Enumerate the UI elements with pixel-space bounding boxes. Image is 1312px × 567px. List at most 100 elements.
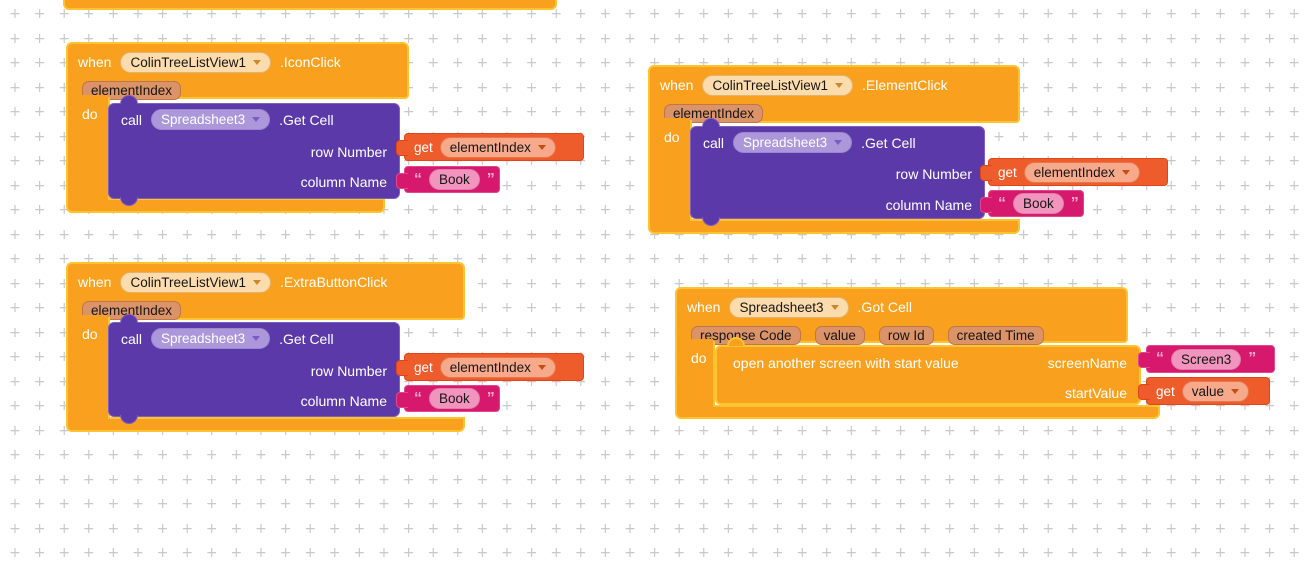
text-string-block[interactable]: “ Book ”: [396, 166, 500, 193]
do-column: do: [648, 120, 692, 221]
variable-dropdown[interactable]: elementIndex: [439, 136, 556, 158]
component-name: Spreadsheet3: [743, 135, 828, 150]
call-keyword: call: [121, 330, 143, 347]
text-string-block[interactable]: “ Book ”: [980, 190, 1084, 217]
variable-dropdown[interactable]: value: [1181, 380, 1250, 402]
dropdown-arrow-icon: [835, 82, 844, 88]
method-name: .Get Cell: [861, 134, 916, 151]
call-keyword: call: [121, 111, 143, 128]
plug-tab: [1138, 352, 1150, 368]
method-name: .Get Cell: [279, 111, 334, 128]
event-footer: [648, 219, 1020, 234]
arg-label-columnname: column Name: [885, 197, 972, 213]
close-quote: ”: [1070, 194, 1079, 212]
get-variable-block[interactable]: get elementIndex: [980, 158, 1168, 186]
dropdown-arrow-icon: [253, 279, 262, 285]
get-keyword: get: [414, 359, 433, 375]
plug-tab: [1138, 384, 1150, 400]
dropdown-arrow-icon: [252, 117, 261, 122]
component-dropdown[interactable]: ColinTreeListView1: [702, 74, 854, 96]
close-quote: ”: [486, 389, 495, 407]
plug-tab: [396, 140, 408, 156]
event-block-gotcell[interactable]: when Spreadsheet3 .Got Cell response Cod…: [675, 287, 1295, 422]
event-param-badge[interactable]: created Time: [947, 326, 1044, 345]
arg-label-columnname: column Name: [300, 393, 387, 409]
component-name: ColinTreeListView1: [712, 77, 829, 93]
get-keyword: get: [414, 139, 433, 155]
event-name: .IconClick: [280, 54, 341, 70]
component-dropdown[interactable]: ColinTreeListView1: [120, 271, 272, 293]
variable-dropdown[interactable]: elementIndex: [439, 356, 556, 378]
event-name: .ExtraButtonClick: [280, 274, 388, 290]
component-dropdown[interactable]: Spreadsheet3: [733, 132, 853, 153]
component-dropdown[interactable]: Spreadsheet3: [151, 328, 271, 349]
variable-dropdown[interactable]: elementIndex: [1023, 161, 1140, 183]
plug-tab: [980, 165, 992, 181]
arg-label-screenname: screenName: [1047, 355, 1127, 371]
text-value-field[interactable]: Screen3: [1171, 348, 1242, 370]
do-keyword: do: [664, 129, 680, 145]
component-dropdown[interactable]: ColinTreeListView1: [120, 51, 272, 73]
open-screen-block[interactable]: open another screen with start value scr…: [715, 345, 1141, 405]
get-variable-block[interactable]: get value: [1138, 377, 1270, 405]
event-param-badge[interactable]: response Code: [691, 326, 801, 345]
stmt-label: open another screen with start value: [733, 355, 959, 371]
plug-tab: [396, 392, 408, 408]
text-value-field[interactable]: Book: [1013, 193, 1064, 214]
event-header: when ColinTreeListView1 .ExtraButtonClic…: [66, 262, 465, 320]
event-header: when ColinTreeListView1 .IconClick eleme…: [66, 42, 409, 100]
plug-tab: [396, 173, 408, 189]
do-column: do: [675, 341, 715, 407]
dropdown-arrow-icon: [830, 304, 839, 310]
event-footer: [66, 417, 465, 432]
component-name: Spreadsheet3: [161, 112, 246, 127]
event-block-extrabuttonclick[interactable]: when ColinTreeListView1 .ExtraButtonClic…: [66, 262, 596, 437]
do-keyword: do: [691, 350, 707, 366]
arg-label-rownumber: row Number: [310, 363, 387, 379]
get-variable-block[interactable]: get elementIndex: [396, 353, 584, 381]
get-variable-block[interactable]: get elementIndex: [396, 133, 584, 161]
offscreen-block-edge[interactable]: [63, 0, 557, 10]
component-dropdown[interactable]: Spreadsheet3: [729, 296, 849, 318]
dropdown-arrow-icon: [1231, 388, 1240, 394]
call-block-getcell[interactable]: call Spreadsheet3 .Get Cell row Number c…: [108, 322, 400, 417]
event-param-badge[interactable]: value: [814, 326, 865, 345]
text-value-field[interactable]: Book: [429, 169, 480, 190]
call-keyword: call: [703, 134, 725, 151]
dropdown-arrow-icon: [834, 140, 843, 145]
dropdown-arrow-icon: [537, 144, 546, 150]
call-block-getcell[interactable]: call Spreadsheet3 .Get Cell row Number c…: [690, 126, 985, 219]
text-value-field[interactable]: Book: [429, 388, 480, 409]
event-footer: [66, 198, 385, 213]
do-column: do: [66, 317, 110, 419]
call-block-getcell[interactable]: call Spreadsheet3 .Get Cell row Number c…: [108, 103, 400, 199]
component-dropdown[interactable]: Spreadsheet3: [151, 109, 271, 130]
component-name: ColinTreeListView1: [130, 274, 247, 290]
variable-name: value: [1191, 383, 1225, 399]
variable-name: elementIndex: [449, 139, 531, 155]
text-string-block[interactable]: “ Screen3 ”: [1138, 345, 1275, 373]
variable-name: elementIndex: [449, 359, 531, 375]
arg-label-startvalue: startValue: [1065, 385, 1127, 401]
component-name: Spreadsheet3: [739, 299, 824, 315]
variable-name: elementIndex: [1033, 164, 1115, 180]
when-keyword: when: [687, 299, 721, 315]
event-block-iconclick[interactable]: when ColinTreeListView1 .IconClick eleme…: [66, 42, 596, 217]
plug-tab: [396, 360, 408, 376]
event-header: when ColinTreeListView1 .ElementClick el…: [648, 65, 1020, 123]
event-param-badge[interactable]: row Id: [878, 326, 934, 345]
text-string-block[interactable]: “ Book ”: [396, 385, 500, 412]
event-block-elementclick[interactable]: when ColinTreeListView1 .ElementClick el…: [648, 65, 1178, 240]
event-footer: [675, 405, 1160, 419]
close-quote: ”: [486, 170, 495, 188]
arg-label-columnname: column Name: [300, 174, 387, 190]
plug-tab: [980, 197, 992, 213]
dropdown-arrow-icon: [537, 364, 546, 370]
arg-label-rownumber: row Number: [895, 166, 972, 182]
method-name: .Get Cell: [279, 330, 334, 347]
dropdown-arrow-icon: [1121, 169, 1130, 175]
event-header: when Spreadsheet3 .Got Cell response Cod…: [675, 287, 1128, 345]
close-quote: ”: [1248, 350, 1257, 367]
do-keyword: do: [82, 106, 98, 122]
